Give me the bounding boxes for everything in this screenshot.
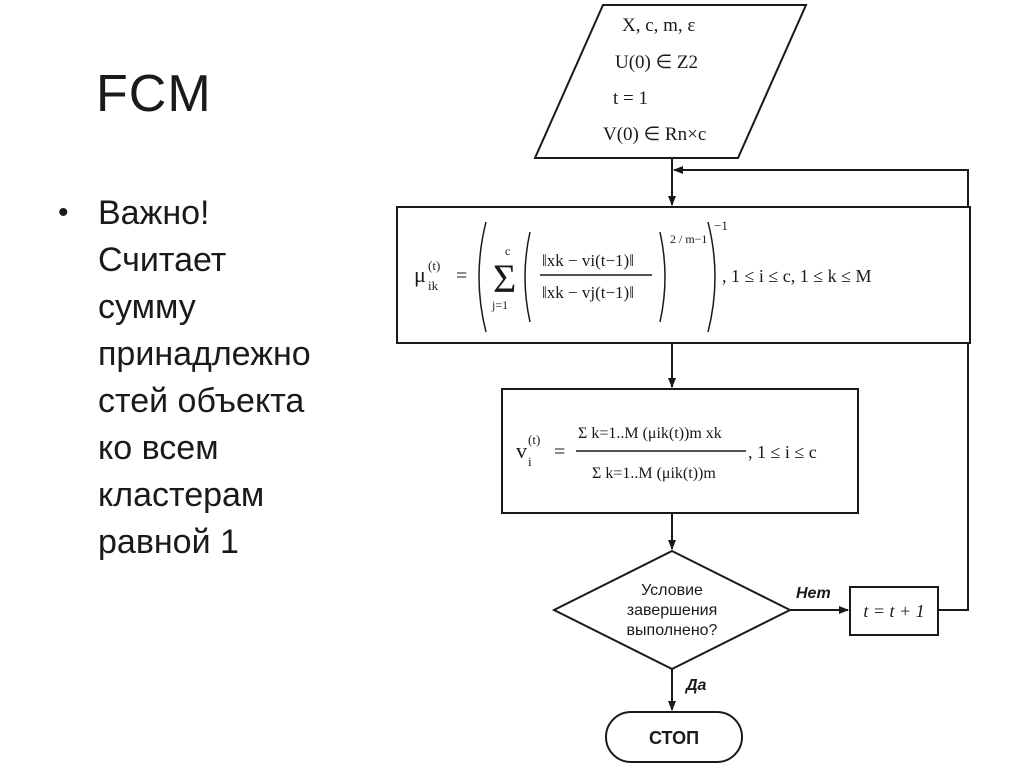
- membership-exponent: 2 / m−1: [670, 232, 707, 246]
- centroid-lhs-sup: (t): [528, 432, 540, 447]
- stop-terminator: [605, 711, 743, 763]
- centroid-lhs-sub: i: [528, 454, 532, 469]
- loop-back-line: [673, 166, 969, 611]
- increment-label: t = t + 1: [863, 601, 924, 621]
- membership-denominator: ‖xk − vj(t−1)‖: [542, 283, 634, 302]
- bullet-item: • Важно! Считает сумму принадлежно стей …: [58, 190, 370, 566]
- slide-title: FCM: [96, 65, 212, 123]
- equals-sign-1: =: [456, 265, 467, 287]
- equals-sign-2: =: [554, 441, 565, 463]
- stop-label: СТОП: [649, 728, 699, 748]
- membership-range: , 1 ≤ i ≤ c, 1 ≤ k ≤ M: [722, 266, 872, 286]
- sum-top: c: [505, 244, 510, 258]
- bullet-text: Важно! Считает сумму принадлежно стей об…: [98, 194, 311, 561]
- centroid-lhs: v: [516, 438, 527, 463]
- membership-lhs-sup: (t): [428, 258, 440, 273]
- decision-line-1: Условие: [641, 582, 703, 599]
- input-parallelogram: [533, 4, 808, 159]
- bullet-marker: •: [58, 196, 69, 229]
- membership-box: [396, 206, 971, 344]
- sum-bottom: j=1: [491, 298, 508, 312]
- fcm-flowchart: X, c, m, ε U(0) ∈ Z2 t = 1 V(0) ∈ Rn×c μ…: [396, 4, 971, 763]
- left-paren-1: [478, 221, 487, 333]
- membership-numerator: ‖xk − vi(t−1)‖: [542, 251, 634, 270]
- membership-outer-power: −1: [714, 218, 728, 233]
- right-paren-1: [707, 221, 716, 333]
- bullet-list: • Важно! Считает сумму принадлежно стей …: [58, 190, 370, 566]
- no-label: Нет: [796, 585, 831, 602]
- input-line-2: U(0) ∈ Z2: [615, 52, 698, 73]
- centroid-numerator: Σ k=1..M (μik(t))m xk: [578, 425, 722, 442]
- yes-label: Да: [684, 677, 707, 694]
- centroid-denominator: Σ k=1..M (μik(t))m: [592, 465, 716, 482]
- left-paren-2: [524, 231, 531, 323]
- right-paren-2: [659, 231, 666, 323]
- increment-box: [849, 586, 939, 636]
- input-line-3: t = 1: [613, 88, 648, 109]
- membership-lhs-sub: ik: [428, 278, 439, 293]
- centroid-range: , 1 ≤ i ≤ c: [748, 442, 817, 462]
- sum-sign: Σ: [493, 256, 516, 301]
- membership-lhs: μ: [414, 262, 426, 287]
- decision-line-2: завершения: [627, 602, 718, 619]
- input-line-1: X, c, m, ε: [622, 15, 695, 36]
- input-line-4: V(0) ∈ Rn×c: [603, 124, 706, 145]
- decision-line-3: выполнено?: [627, 622, 718, 639]
